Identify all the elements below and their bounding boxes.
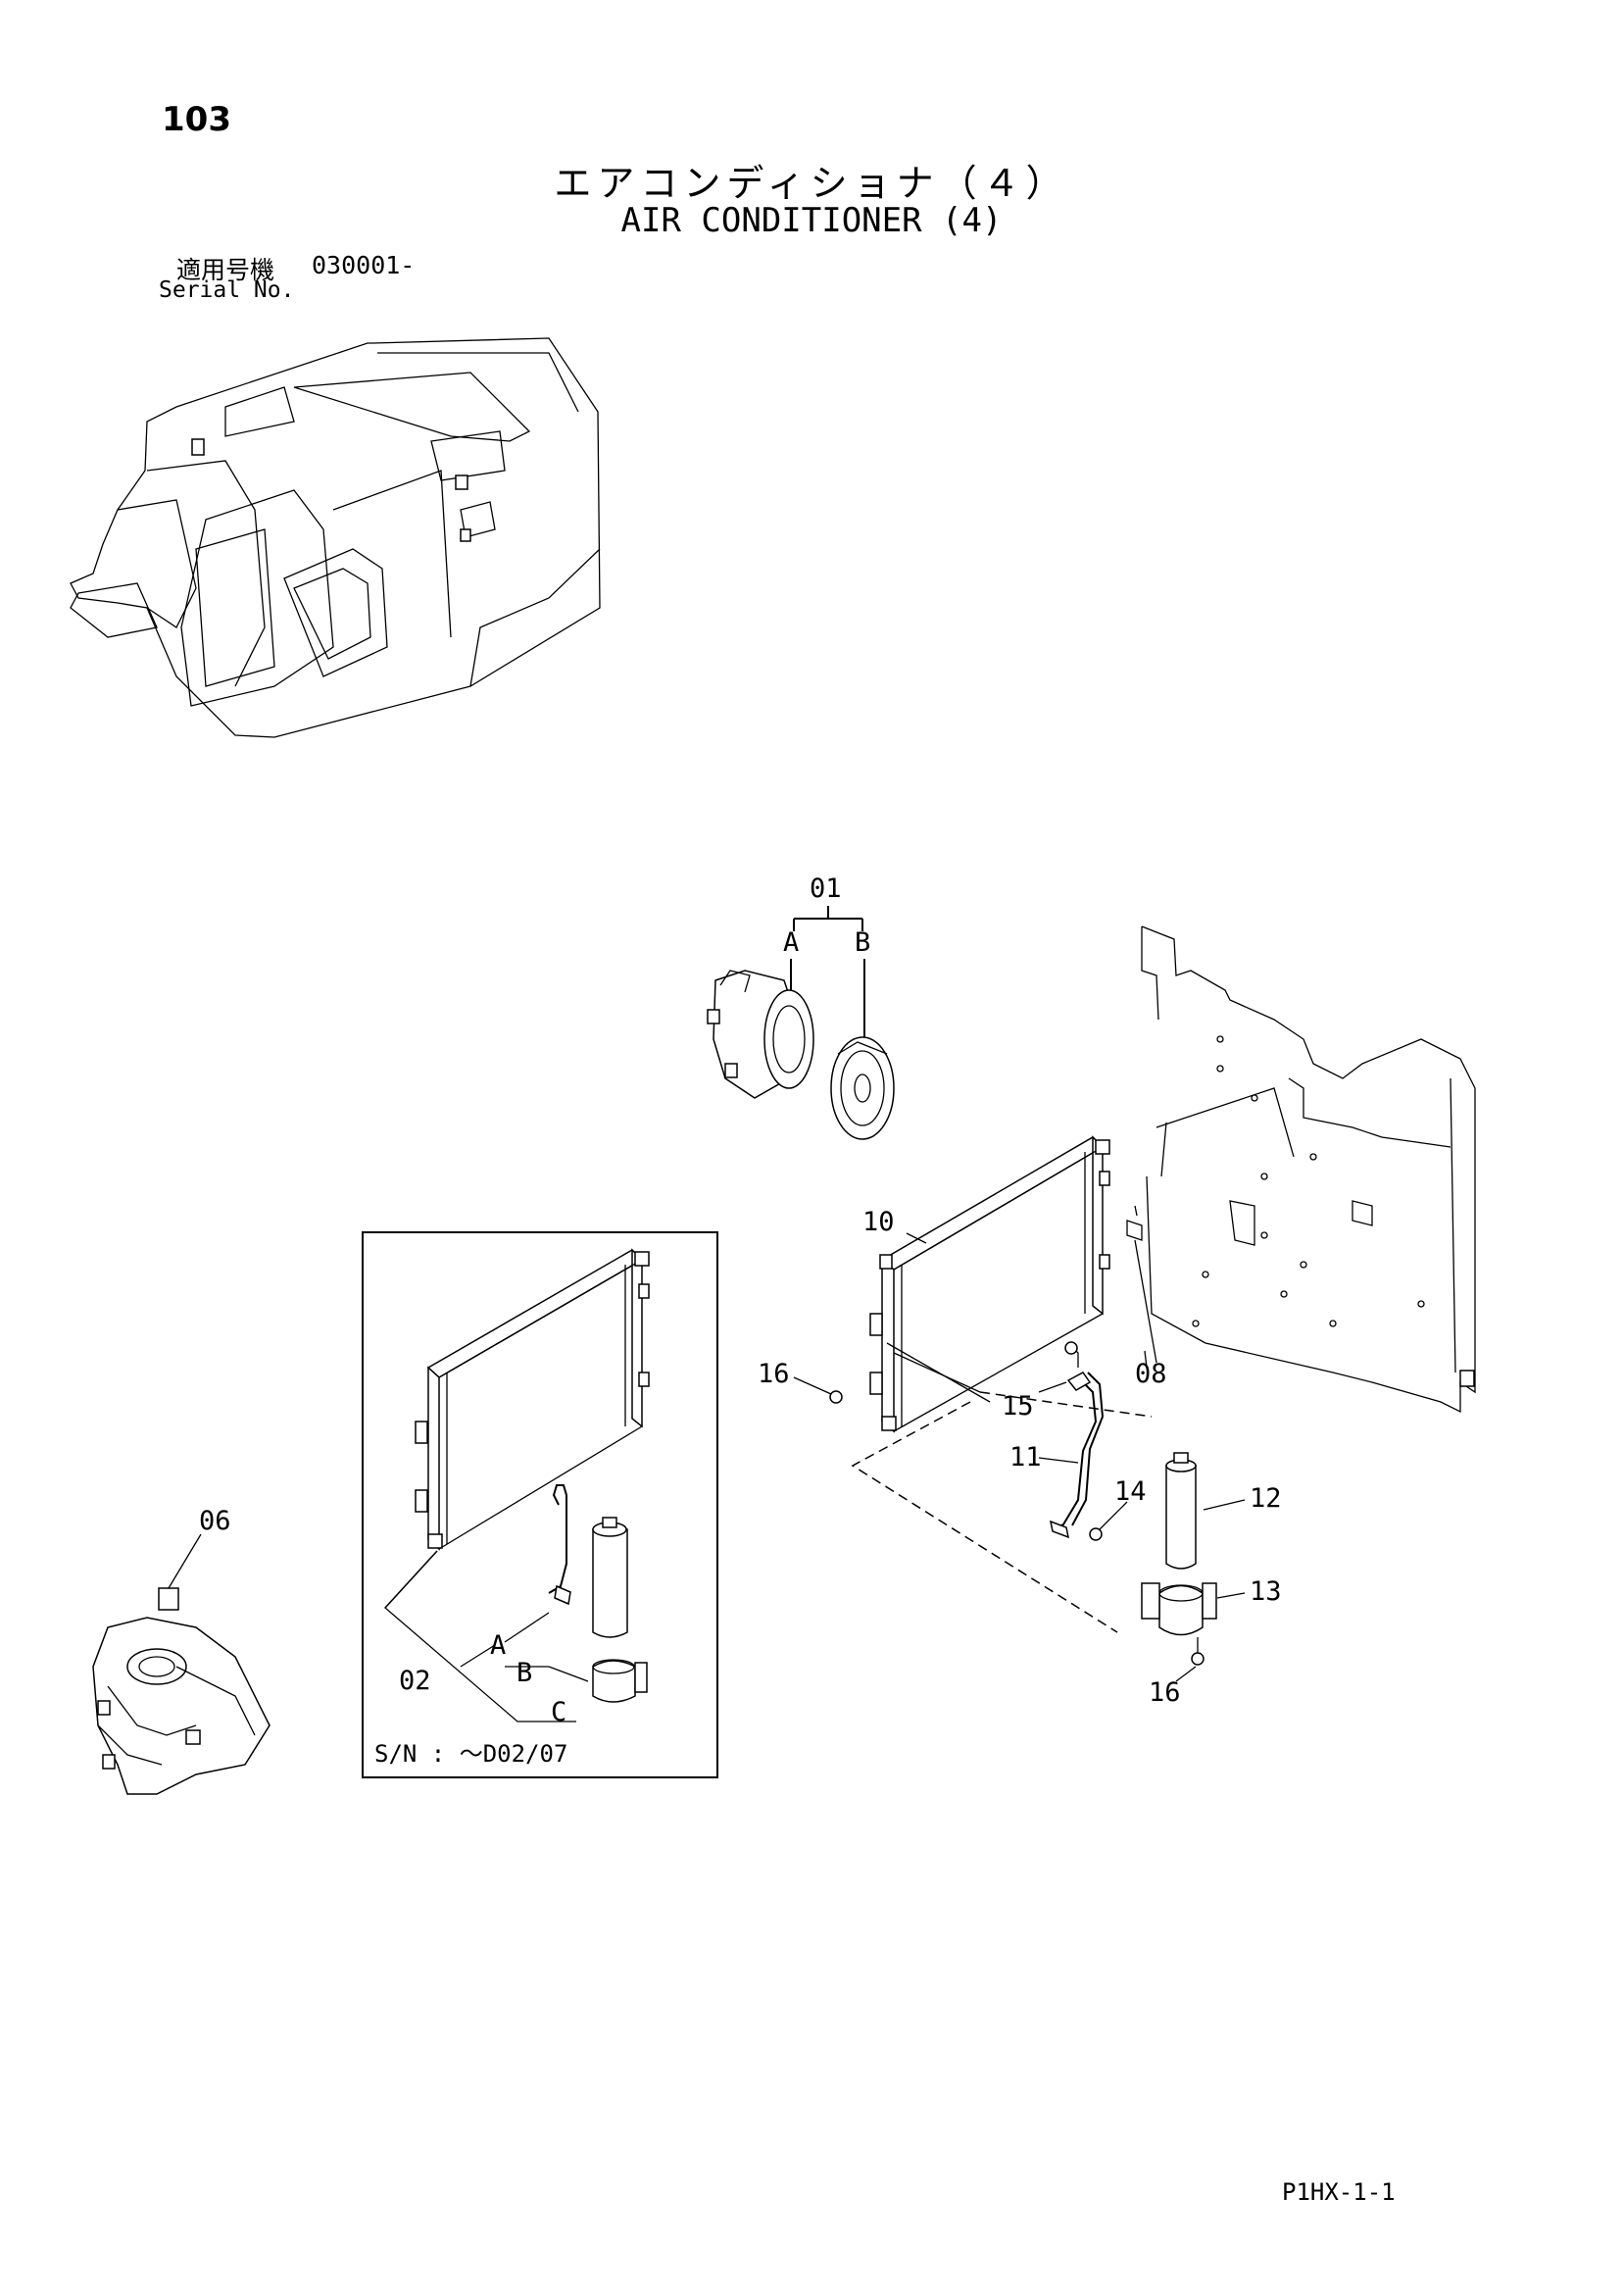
callout-02-b: B [516, 1658, 532, 1688]
condenser-main [869, 1135, 1157, 1433]
hose-receiver-bracket [829, 1341, 1217, 1666]
callout-08: 08 [1135, 1359, 1167, 1389]
serial-range: 030001- [312, 251, 416, 279]
callout-12: 12 [1250, 1483, 1282, 1514]
callout-02-c: C [551, 1697, 566, 1727]
page-code: P1HX-1-1 [1282, 2178, 1396, 2206]
serial-label-japanese: 適用号機 [176, 256, 275, 284]
callout-01-b: B [855, 927, 870, 958]
callout-01: 01 [810, 873, 842, 904]
inset-previous-spec-box [362, 1231, 718, 1778]
callout-13: 13 [1250, 1576, 1282, 1607]
callout-16-upper: 16 [758, 1359, 790, 1389]
callout-02: 02 [399, 1666, 431, 1696]
callout-06: 06 [199, 1506, 231, 1536]
callout-15: 15 [1002, 1391, 1034, 1422]
callout-02-a: A [490, 1630, 506, 1661]
inset-serial-note: S/N : ～D02/07 [374, 1740, 567, 1768]
page-number: 103 [162, 100, 231, 139]
callout-16-lower: 16 [1149, 1677, 1181, 1708]
page-title-japanese: エアコンディショナ（４） [554, 162, 1069, 205]
part-06-assembly [92, 1533, 270, 1795]
assembly-leader-lines [851, 1391, 1153, 1633]
callout-14: 14 [1114, 1476, 1147, 1507]
compressor-assembly [707, 906, 895, 1140]
callout-leaders [793, 1232, 1246, 1682]
serial-label-english: Serial No. [159, 277, 295, 303]
machine-overview-illustration [70, 337, 601, 738]
callout-11: 11 [1009, 1442, 1042, 1472]
callout-10: 10 [862, 1207, 895, 1237]
mounting-frame-panel [1141, 925, 1476, 1414]
page-title-english: AIR CONDITIONER (4) [620, 201, 1003, 240]
callout-01-a: A [783, 927, 799, 958]
